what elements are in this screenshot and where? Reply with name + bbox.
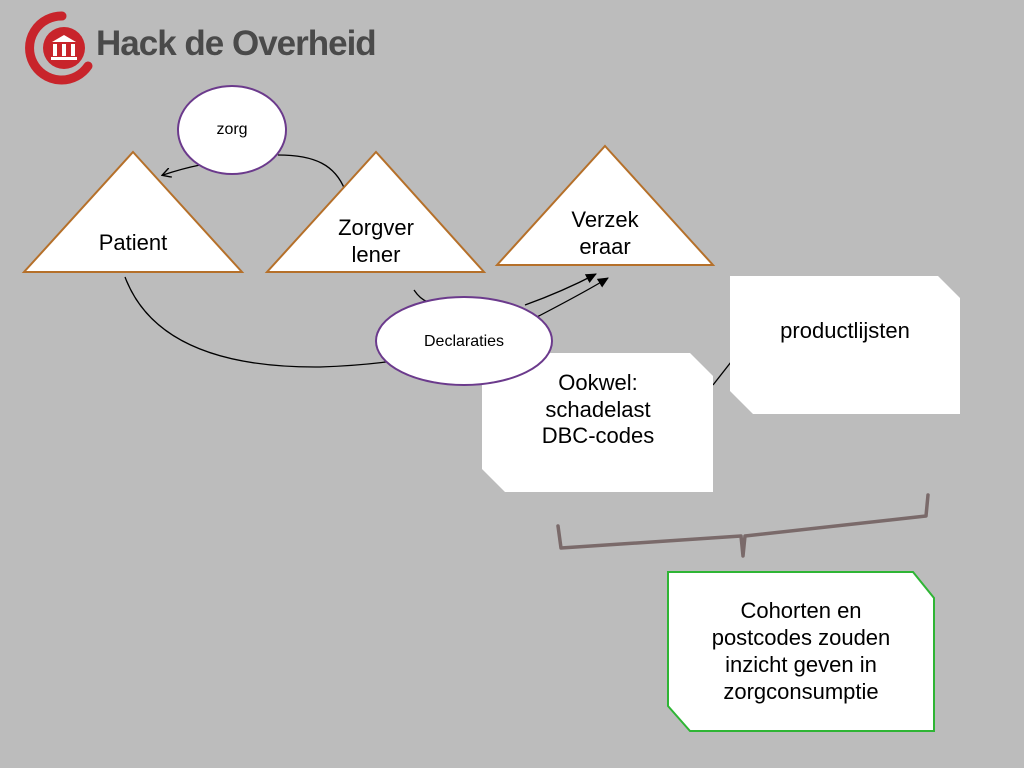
zorgverlener-line-1: Zorgver: [338, 215, 414, 241]
patient-label: Patient: [73, 229, 193, 257]
productlijsten-box: [730, 276, 960, 414]
ookwel-line-2: schadelast: [545, 396, 651, 422]
logo-icon: [25, 11, 93, 85]
ookwel-label: Ookwel: schadelast DBC-codes: [498, 364, 698, 456]
declaraties-ellipse: [375, 296, 553, 386]
verzekeraar-line-1: Verzek: [571, 207, 639, 233]
ookwel-line-3: DBC-codes: [541, 423, 655, 449]
productlijsten-label-text: productlijsten: [780, 317, 910, 343]
productlijsten-label: productlijsten: [750, 317, 940, 345]
cohorten-line-1: Cohorten en: [740, 598, 862, 624]
logo-text: Hack de Overheid: [96, 24, 377, 63]
ookwel-line-1: Ookwel:: [558, 369, 638, 395]
zorg-label: zorg: [192, 118, 272, 142]
declaraties-to-verzekeraar-arrow-1: [524, 273, 597, 306]
patient-label-text: Patient: [98, 229, 168, 255]
verzekeraar-triangle: [494, 144, 716, 266]
cohorten-callout-box: [667, 571, 935, 732]
declaraties-label: Declaraties: [394, 330, 534, 354]
cohorten-label: Cohorten en postcodes zouden inzicht gev…: [678, 590, 924, 714]
verzekeraar-label: Verzek eraar: [545, 204, 665, 264]
cohorten-line-2: postcodes zouden: [711, 625, 891, 651]
zorg-ellipse: [177, 85, 287, 175]
declaraties-label-text: Declaraties: [423, 333, 505, 351]
cohorten-line-4: zorgconsumptie: [723, 678, 879, 704]
zorgverlener-to-zorg-connector: [277, 154, 346, 191]
zorgverlener-line-2: lener: [351, 242, 401, 267]
zorgverlener-label: Zorgver lener: [316, 212, 436, 272]
zorgverlener-triangle: [264, 150, 487, 273]
ookwel-box: [482, 353, 713, 492]
declaraties-to-verzekeraar-arrow-2: [534, 277, 609, 319]
zorg-label-text: zorg: [216, 121, 248, 139]
curly-brace: [556, 493, 930, 558]
zorg-to-patient-arrow: [163, 164, 201, 175]
patient-triangle: [21, 150, 245, 273]
verzekeraar-line-2: eraar: [579, 234, 631, 259]
cohorten-line-3: inzicht geven in: [725, 652, 877, 677]
patient-to-declaraties-connector: [124, 276, 387, 368]
